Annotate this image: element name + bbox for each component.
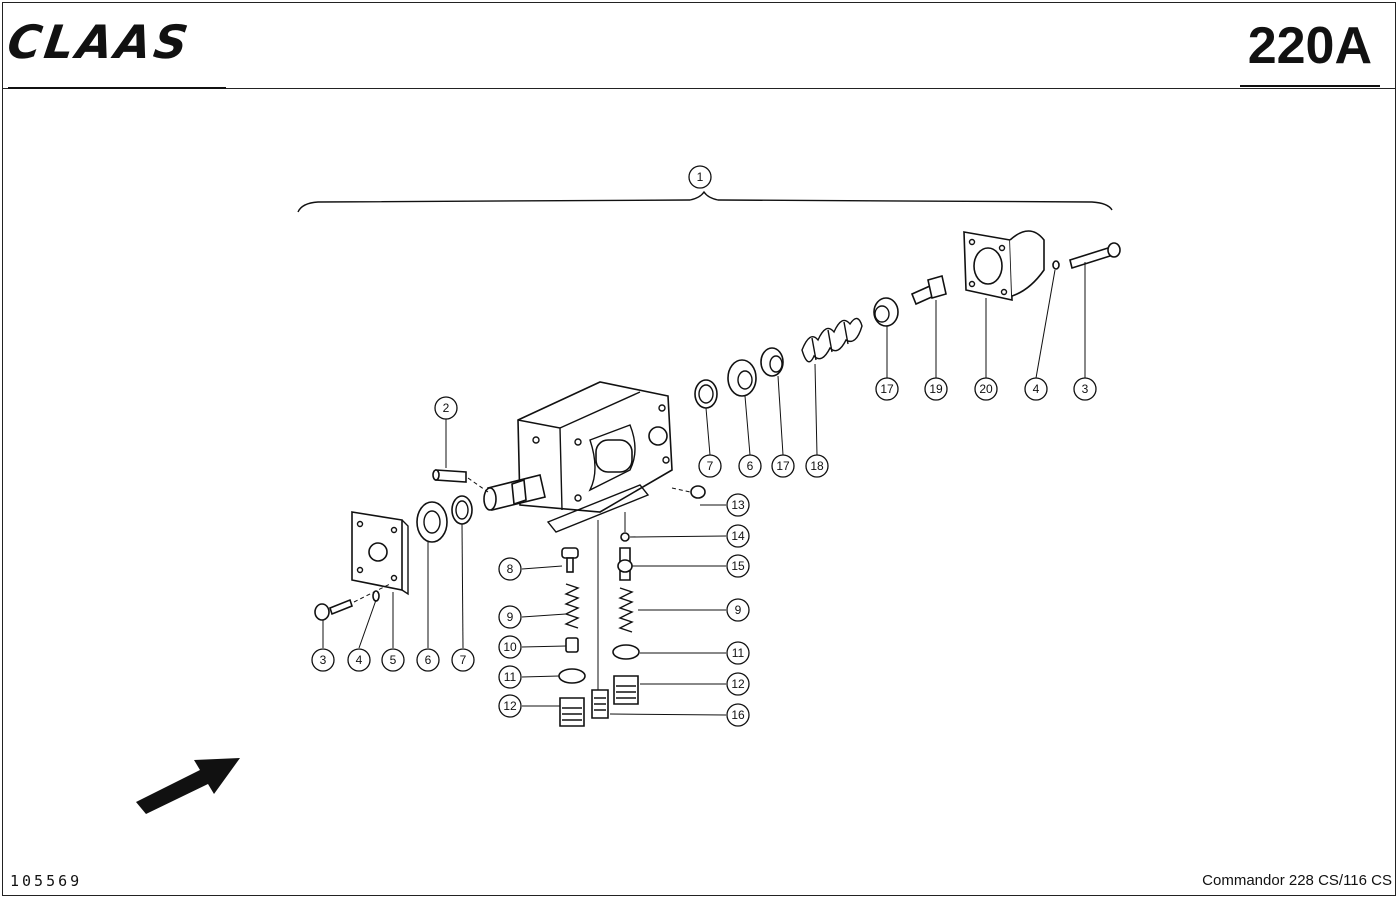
svg-text:17: 17: [776, 459, 790, 473]
part-bushing-17-right-upper: [873, 297, 899, 327]
svg-text:3: 3: [1082, 382, 1089, 396]
svg-text:9: 9: [507, 610, 514, 624]
callout-11-right: 11: [726, 641, 750, 665]
callout-3-right: 3: [1073, 377, 1097, 401]
part-ring-7-left: [451, 495, 473, 525]
callout-9-left: 9: [498, 605, 522, 629]
svg-text:4: 4: [1033, 382, 1040, 396]
part-seal-6-left: [416, 501, 448, 543]
svg-text:2: 2: [443, 401, 450, 415]
callout-15: 15: [726, 554, 750, 578]
part-screw-3-left: [314, 583, 391, 621]
svg-text:12: 12: [731, 677, 745, 691]
svg-text:8: 8: [507, 562, 514, 576]
body-drop-line: [597, 512, 626, 690]
callout-8: 8: [498, 557, 522, 581]
callout-7-right: 7: [698, 454, 722, 478]
callout-2: 2: [434, 396, 458, 420]
part-sleeve-10: [565, 637, 579, 653]
callout-6-left: 6: [416, 648, 440, 672]
part-plug-12-left: [559, 697, 585, 727]
page-code-underline: [1240, 85, 1380, 87]
svg-text:17: 17: [880, 382, 894, 396]
part-washer-4-right: [1052, 260, 1060, 270]
part-pin-2: [432, 469, 489, 493]
callout-5: 5: [381, 648, 405, 672]
leader-lines: [322, 262, 1086, 716]
callout-3-left: 3: [311, 648, 335, 672]
part-valve-plug-19: [910, 274, 947, 306]
svg-text:20: 20: [979, 382, 993, 396]
callout-14: 14: [726, 524, 750, 548]
svg-text:3: 3: [320, 653, 327, 667]
svg-text:7: 7: [707, 459, 714, 473]
part-plug-13: [671, 485, 706, 499]
svg-text:14: 14: [731, 529, 745, 543]
model-name: Commandor 228 CS/116 CS: [1202, 872, 1392, 889]
part-plug-16: [591, 689, 609, 719]
callout-12-left: 12: [498, 694, 522, 718]
part-cover-plate-5: [351, 511, 409, 596]
part-valve-15: [617, 547, 633, 581]
svg-text:16: 16: [731, 708, 745, 722]
body-shaft: [483, 474, 546, 511]
callout-9-right: 9: [726, 598, 750, 622]
part-piston-8: [561, 547, 579, 573]
part-oring-11-left: [558, 668, 586, 684]
callout-18: 18: [805, 454, 829, 478]
part-spring-9-right: [618, 587, 634, 633]
valve-body: [517, 381, 673, 533]
callout-6-right: 6: [738, 454, 762, 478]
callout-10: 10: [498, 635, 522, 659]
callout-20: 20: [974, 377, 998, 401]
svg-text:9: 9: [735, 603, 742, 617]
svg-text:10: 10: [503, 640, 517, 654]
svg-text:13: 13: [731, 498, 745, 512]
assembly-bracket: [297, 190, 1113, 213]
svg-text:6: 6: [747, 459, 754, 473]
callout-19: 19: [924, 377, 948, 401]
part-plug-12-right: [613, 675, 639, 705]
part-screw-3-right: [1069, 242, 1121, 270]
svg-text:6: 6: [425, 653, 432, 667]
svg-text:11: 11: [732, 646, 745, 660]
part-seal-6-right: [727, 359, 757, 397]
svg-text:5: 5: [390, 653, 397, 667]
svg-text:11: 11: [504, 670, 517, 684]
part-spring-18: [801, 317, 863, 363]
part-oring-11-right: [612, 644, 640, 660]
arrow-up-right-icon: [136, 758, 240, 814]
svg-text:12: 12: [503, 699, 517, 713]
part-ball-14: [620, 532, 630, 542]
svg-text:4: 4: [356, 653, 363, 667]
callout-17-lower: 17: [771, 454, 795, 478]
callout-4-right: 4: [1024, 377, 1048, 401]
callout-13: 13: [726, 493, 750, 517]
svg-text:18: 18: [810, 459, 824, 473]
drawing-number: 105569: [10, 872, 83, 890]
svg-text:15: 15: [731, 559, 745, 573]
svg-text:7: 7: [460, 653, 467, 667]
header-divider: [2, 88, 1396, 89]
svg-text:19: 19: [929, 382, 943, 396]
part-bushing-17-right-lower: [760, 347, 784, 377]
part-spring-9-left: [564, 583, 580, 629]
part-washer-4-left: [372, 590, 380, 602]
svg-text:1: 1: [697, 170, 704, 184]
part-ring-7-right: [694, 379, 718, 409]
part-end-cover-20: [963, 230, 1045, 301]
callout-4-left: 4: [347, 648, 371, 672]
callout-17-upper: 17: [875, 377, 899, 401]
callout-1: 1: [688, 165, 712, 189]
callout-7-left: 7: [451, 648, 475, 672]
callout-12-right: 12: [726, 672, 750, 696]
callout-16: 16: [726, 703, 750, 727]
callout-11-left: 11: [498, 665, 522, 689]
page-code: 220A: [1247, 17, 1372, 75]
logo-underline: [8, 87, 226, 89]
